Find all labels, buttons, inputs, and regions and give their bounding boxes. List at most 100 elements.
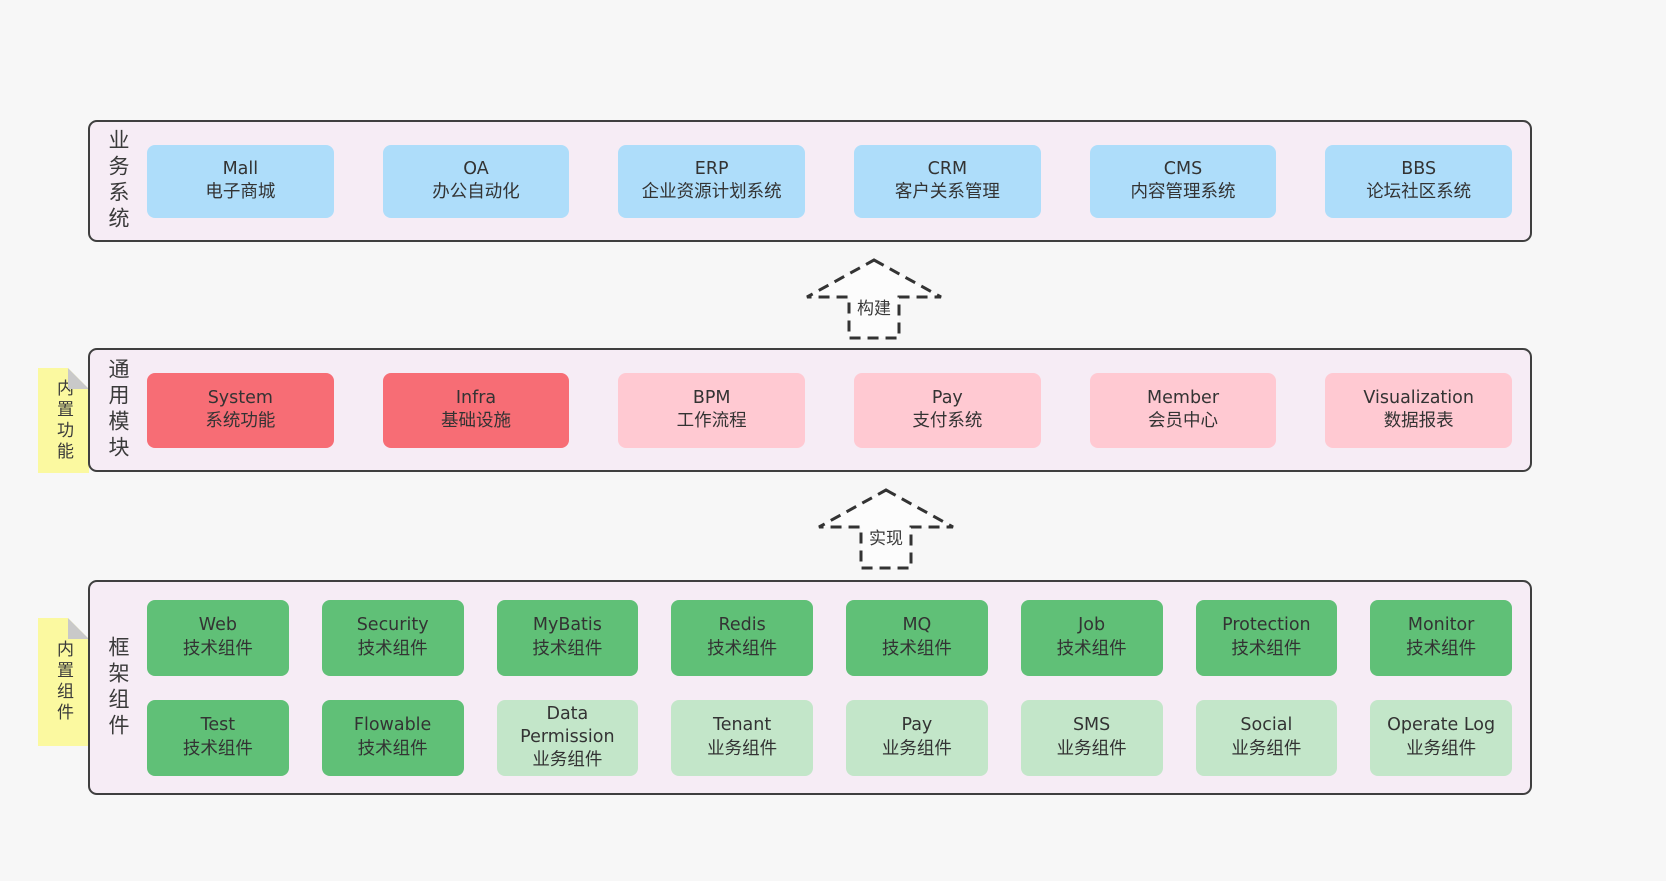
box-title: CMS [1163, 158, 1203, 179]
box-title: CRM [927, 158, 968, 179]
box-subtitle: 办公自动化 [432, 182, 520, 202]
box-title: Mall [222, 158, 259, 179]
box-crm: CRM 客户关系管理 [854, 144, 1041, 218]
arrow-build: 构建 [804, 257, 944, 341]
box-bpm: BPM 工作流程 [618, 372, 806, 448]
box-title: SMS [1072, 715, 1111, 736]
sticky-note-built-in-features: 内置功能 [38, 368, 89, 473]
panel-framework-components-title: 框架组件 [106, 635, 130, 740]
panel-business-systems-title: 业务系统 [106, 129, 130, 233]
box-subtitle: 工作流程 [676, 411, 747, 431]
box-visualization: Visualization 数据报表 [1325, 372, 1513, 448]
arrow-implement-label: 实现 [866, 523, 906, 550]
sticky-note-built-in-components: 内置组件 [38, 618, 89, 746]
box-title: Pay [931, 387, 963, 408]
box-subtitle: 技术组件 [881, 638, 952, 659]
box-title: Web [198, 615, 237, 636]
box-subtitle: 企业资源计划系统 [641, 182, 782, 202]
box-erp: ERP 企业资源计划系统 [618, 144, 806, 218]
box-subtitle: 技术组件 [357, 738, 428, 759]
box-title: MyBatis [532, 615, 602, 636]
box-subtitle: 业务组件 [881, 738, 952, 759]
box-oa: OA 办公自动化 [382, 144, 570, 218]
box-title: Infra [455, 387, 497, 408]
box-row: System 系统功能 Infra 基础设施 BPM 工作流程 Pay 支付系统 Member 会… [147, 372, 1513, 448]
box-title: OA [463, 158, 489, 179]
box-subtitle: 技术组件 [707, 638, 778, 659]
box-subtitle: 电子商城 [205, 182, 276, 202]
box-data-permission: Data Permission 业务组件 [496, 699, 639, 776]
folded-corner-icon [68, 618, 89, 639]
box-title: Social [1240, 715, 1293, 736]
box-title: Operate Log [1387, 715, 1496, 736]
box-subtitle: 会员中心 [1148, 411, 1219, 431]
box-subtitle: 技术组件 [1056, 638, 1127, 659]
box-subtitle: 技术组件 [357, 638, 428, 659]
box-member: Member 会员中心 [1089, 372, 1277, 448]
box-subtitle: 技术组件 [182, 638, 253, 659]
box-title: BBS [1401, 158, 1437, 179]
box-rows-business: Mall 电子商城 OA 办公自动化 ERP 企业资源计划系统 CRM 客户关系管理 CMS 内容… [147, 144, 1513, 218]
box-subtitle: 基础设施 [441, 411, 511, 431]
box-pay: Pay 支付系统 [854, 372, 1041, 448]
box-title: Redis [718, 615, 766, 636]
box-title: Visualization [1363, 387, 1474, 408]
box-title: System [207, 387, 273, 408]
box-title: Flowable [353, 715, 432, 736]
box-subtitle: 论坛社区系统 [1366, 182, 1472, 202]
box-subtitle: 业务组件 [707, 738, 778, 759]
box-subtitle: 技术组件 [1406, 638, 1477, 659]
box-title: Member [1147, 387, 1220, 408]
box-title: Security [356, 615, 429, 636]
box-title: BPM [692, 387, 731, 408]
sticky-note-built-in-features-label: 内置功能 [53, 378, 73, 463]
panel-common-modules-title: 通用模块 [106, 358, 130, 462]
box-title: Tenant [712, 715, 772, 736]
box-title: Data Permission [520, 703, 615, 747]
box-title: Test [200, 715, 236, 736]
box-subtitle: 技术组件 [532, 638, 603, 659]
box-subtitle: 内容管理系统 [1130, 182, 1236, 202]
box-bbs: BBS 论坛社区系统 [1325, 144, 1513, 218]
box-title: MQ [902, 615, 932, 636]
box-subtitle: 系统功能 [205, 411, 276, 431]
box-subtitle: 客户关系管理 [894, 182, 1000, 202]
box-title: Pay [901, 715, 933, 736]
box-title: ERP [694, 158, 729, 179]
box-title: Protection [1222, 615, 1311, 636]
box-infra: Infra 基础设施 [382, 372, 570, 448]
panel-common-modules: 通用模块 System 系统功能 Infra 基础设施 BPM 工作流程 Pay 支付系统 Me… [88, 348, 1532, 472]
sticky-note-built-in-components-label: 内置组件 [53, 640, 73, 724]
panel-business-systems: 业务系统 Mall 电子商城 OA 办公自动化 ERP 企业资源计划系统 CRM 客户关系管理… [88, 120, 1532, 242]
box-rows-modules: System 系统功能 Infra 基础设施 BPM 工作流程 Pay 支付系统 Member 会… [147, 372, 1513, 448]
box-subtitle: 业务组件 [532, 750, 603, 771]
box-cms: CMS 内容管理系统 [1089, 144, 1277, 218]
box-subtitle: 业务组件 [1231, 738, 1302, 759]
box-title: Monitor [1407, 615, 1475, 636]
box-subtitle: 技术组件 [1231, 638, 1302, 659]
box-subtitle: 业务组件 [1406, 738, 1477, 759]
arrow-build-label: 构建 [854, 293, 894, 320]
arrow-implement: 实现 [816, 487, 956, 571]
box-subtitle: 支付系统 [912, 411, 983, 431]
box-row: Mall 电子商城 OA 办公自动化 ERP 企业资源计划系统 CRM 客户关系管理 CMS 内容… [147, 144, 1513, 218]
box-system: System 系统功能 [147, 372, 334, 448]
folded-corner-icon [68, 368, 89, 389]
box-subtitle: 数据报表 [1383, 411, 1454, 431]
